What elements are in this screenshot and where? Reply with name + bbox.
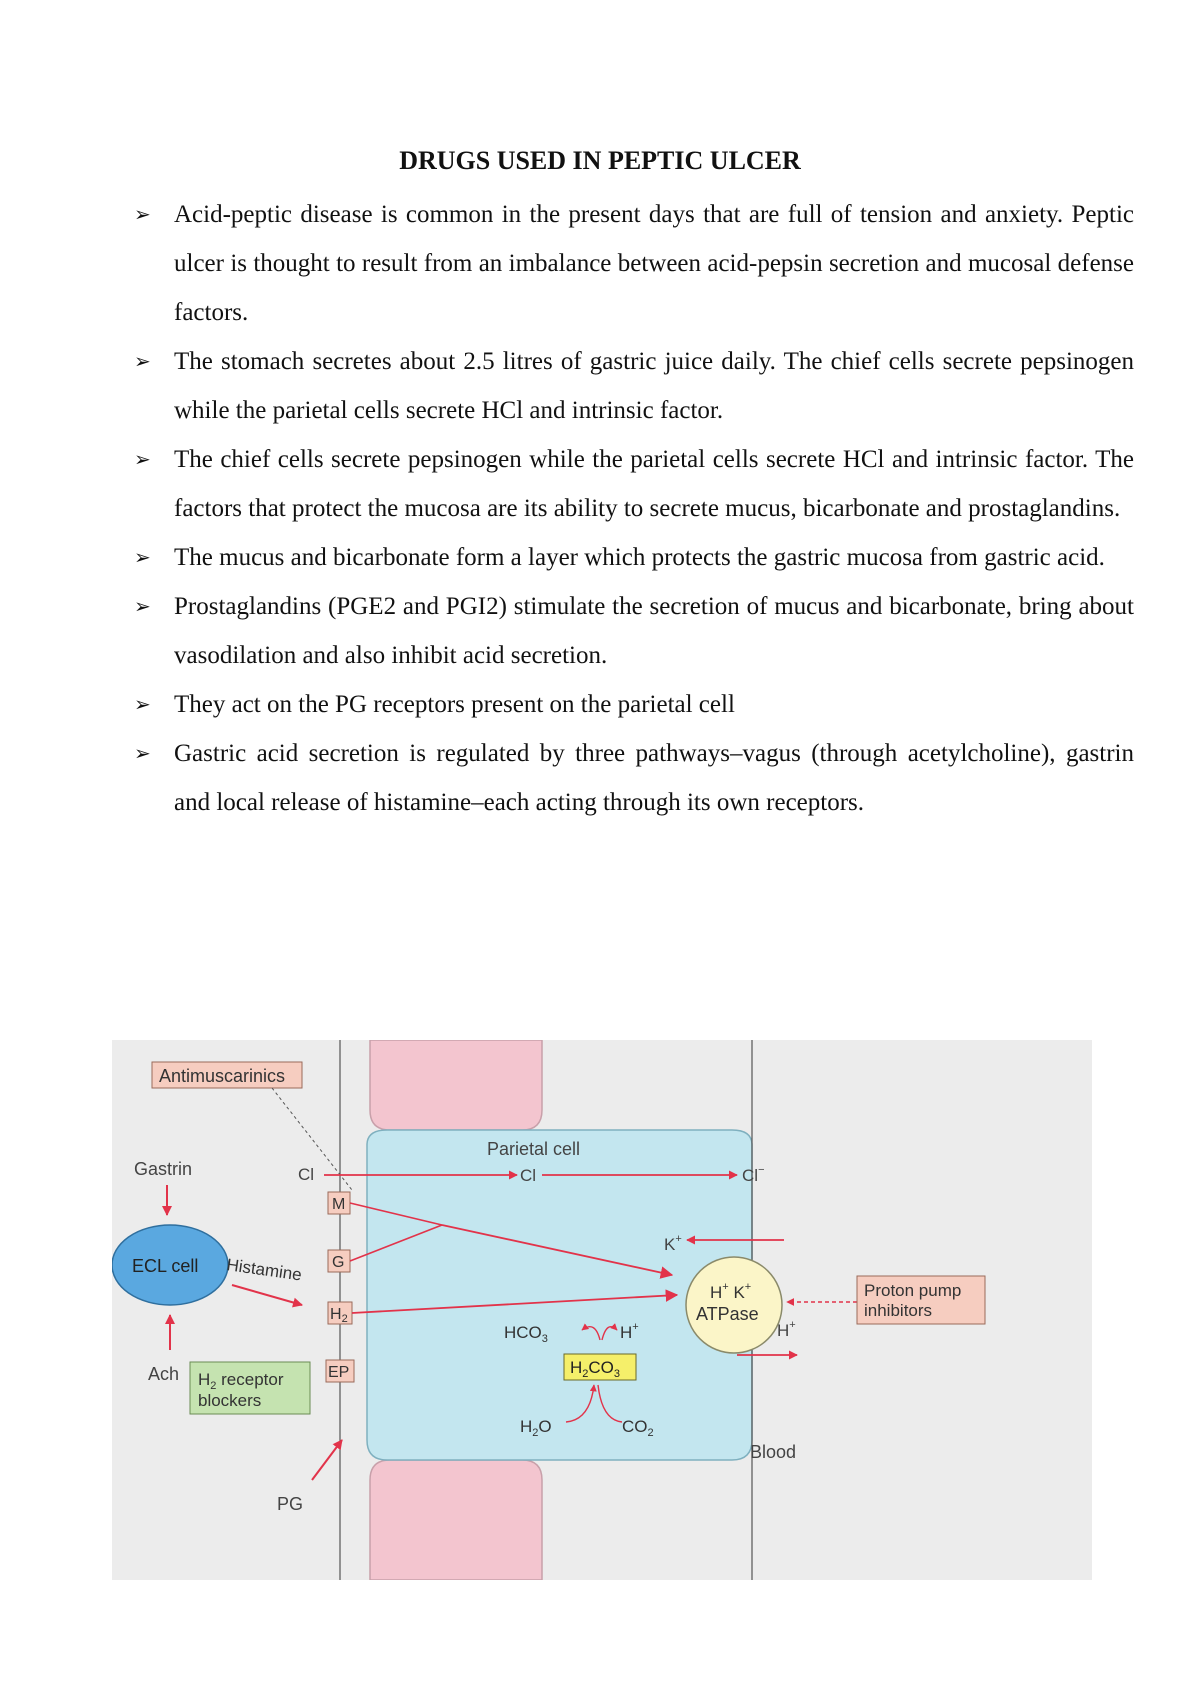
receptor-ep xyxy=(325,1359,355,1383)
list-item: ➢ The stomach secretes about 2.5 litres o… xyxy=(134,337,1134,435)
receptor-m-label: M xyxy=(332,1196,345,1213)
atpase-pump xyxy=(685,1256,783,1354)
receptor-h2-label: H2 xyxy=(330,1306,348,1325)
cl-right-label: Cl− xyxy=(742,1164,765,1185)
arrow-bullet-icon: ➢ xyxy=(134,741,151,765)
blood-label: Blood xyxy=(750,1442,796,1462)
list-item: ➢ Acid-peptic disease is common in the pr… xyxy=(134,190,1134,337)
atpase-ions: H+ K+ xyxy=(710,1281,751,1302)
h-mid-label: H+ xyxy=(620,1321,639,1342)
cl-mid-label: Cl xyxy=(520,1166,536,1185)
antimuscarinics-box xyxy=(151,1061,303,1089)
h2co3-label: H2CO3 xyxy=(570,1358,620,1380)
list-item-text: Acid-peptic disease is common in the pre… xyxy=(174,201,1134,326)
arrow-bullet-icon: ➢ xyxy=(134,349,151,373)
atpase-label: ATPase xyxy=(696,1304,759,1324)
ecl-cell-label: ECL cell xyxy=(132,1256,198,1276)
co2-label: CO2 xyxy=(622,1417,654,1439)
cl-left-label: Cl xyxy=(298,1165,314,1184)
list-item-text: Gastric acid secretion is regulated by t… xyxy=(174,740,1134,816)
pg-label: PG xyxy=(277,1494,303,1514)
upper-wall-left xyxy=(369,1039,543,1131)
h2o-label: H2O xyxy=(520,1417,552,1439)
h2-blockers-box xyxy=(189,1361,311,1415)
ecl-cell xyxy=(111,1224,229,1306)
gastrin-label: Gastrin xyxy=(134,1159,192,1179)
k-plus-label: K+ xyxy=(664,1233,682,1254)
list-item-text: Prostaglandins (PGE2 and PGI2) stimulate… xyxy=(174,593,1134,669)
bullet-list: ➢ Acid-peptic disease is common in the pr… xyxy=(134,190,1134,827)
hco3-label: HCO3 xyxy=(504,1323,548,1345)
arrow-bullet-icon: ➢ xyxy=(134,202,151,226)
page-title: DRUGS USED IN PEPTIC ULCER xyxy=(399,146,801,175)
list-item-text: The mucus and bicarbonate form a layer w… xyxy=(174,544,1105,571)
lower-wall-left xyxy=(369,1459,543,1581)
list-item: ➢ Gastric acid secretion is regulated by … xyxy=(134,729,1134,827)
ach-label: Ach xyxy=(148,1364,179,1384)
h2co3-box xyxy=(563,1353,637,1381)
arrow-bullet-icon: ➢ xyxy=(134,692,151,716)
list-item-text: The stomach secretes about 2.5 litres of… xyxy=(174,348,1134,424)
list-item-text: They act on the PG receptors present on … xyxy=(174,691,735,718)
proton-pump-inhibitors-box xyxy=(856,1275,986,1325)
arrow-bullet-icon: ➢ xyxy=(134,447,151,471)
list-item: ➢ The mucus and bicarbonate form a layer … xyxy=(134,533,1134,582)
parietal-cell-diagram: Antimuscarinics Gastrin ECL cell Histami… xyxy=(111,1039,1092,1581)
h2-blockers-line1: H2 receptor xyxy=(198,1370,284,1392)
antimuscarinics-label: Antimuscarinics xyxy=(159,1066,285,1086)
receptor-ep-label: EP xyxy=(328,1364,349,1381)
parietal-cell-label: Parietal cell xyxy=(487,1139,580,1159)
arrow-bullet-icon: ➢ xyxy=(134,545,151,569)
proton-pump-line1: Proton pump xyxy=(864,1281,961,1300)
h2-blockers-line2: blockers xyxy=(198,1391,261,1410)
arrow-bullet-icon: ➢ xyxy=(134,594,151,618)
receptor-g-label: G xyxy=(332,1254,344,1271)
h-out-label: H+ xyxy=(777,1319,796,1340)
list-item-text: The chief cells secrete pepsinogen while… xyxy=(174,446,1134,522)
list-item: ➢ Prostaglandins (PGE2 and PGI2) stimulat… xyxy=(134,582,1134,680)
list-item: ➢ They act on the PG receptors present on… xyxy=(134,680,1134,729)
list-item: ➢ The chief cells secrete pepsinogen whil… xyxy=(134,435,1134,533)
proton-pump-line2: inhibitors xyxy=(864,1301,932,1320)
